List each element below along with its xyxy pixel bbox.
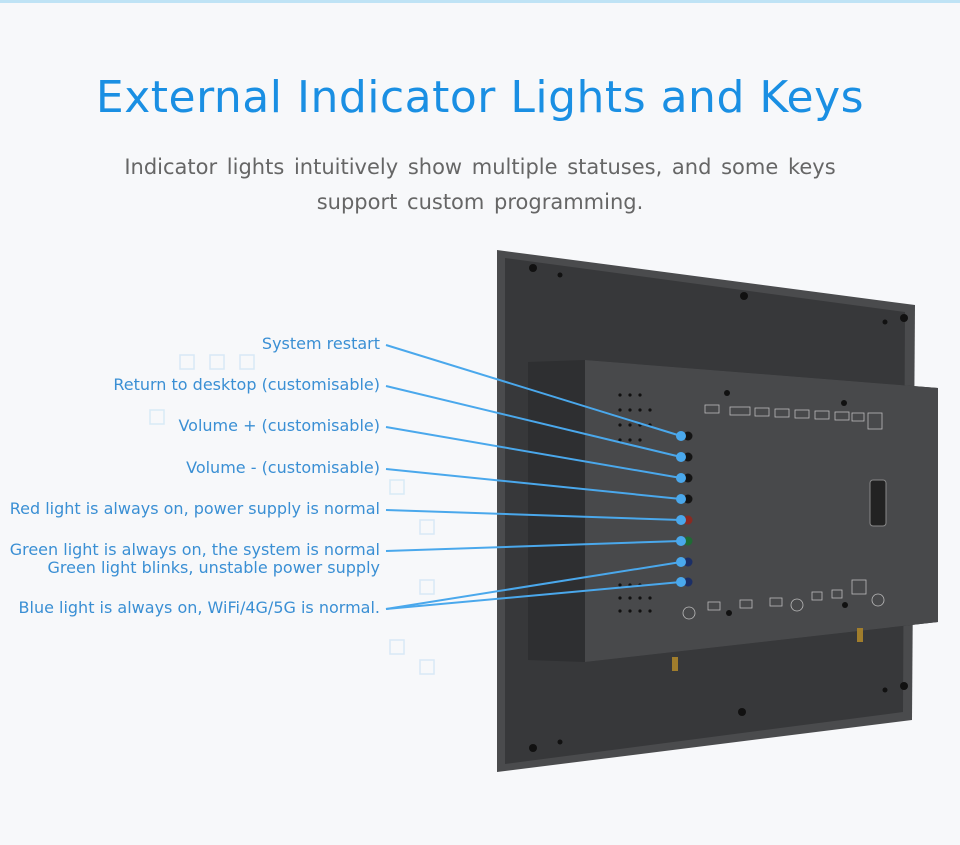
- callout-line: [385, 561, 682, 610]
- callout-label: Red light is always on, power supply is …: [9, 499, 380, 518]
- speaker-grille: [618, 393, 652, 613]
- indicator-led: [683, 494, 693, 504]
- callout-label: Blue light is always on, WiFi/4G/5G is n…: [18, 598, 380, 617]
- callout-lines: [385, 344, 682, 610]
- indicator-led: [683, 577, 693, 587]
- callout-line: [385, 344, 682, 437]
- callout-line: [385, 540, 682, 552]
- screw-icons: [529, 264, 908, 752]
- callout-dot: [676, 473, 686, 483]
- callout-line: [385, 509, 682, 521]
- callout-dot: [676, 515, 686, 525]
- callout-line: [385, 426, 682, 479]
- callout-line: [385, 581, 682, 610]
- callout-label: Green light blinks, unstable power suppl…: [47, 558, 380, 577]
- page-subtitle: Indicator lights intuitively show multip…: [124, 155, 836, 214]
- callout-line: [385, 468, 682, 500]
- callout-dot: [676, 431, 686, 441]
- callout-label: Green light is always on, the system is …: [9, 540, 380, 559]
- callout-line: [385, 385, 682, 458]
- indicator-led: [683, 515, 693, 525]
- indicator-leds: [676, 431, 693, 587]
- port-labels: [682, 404, 885, 620]
- top-border: [0, 0, 960, 3]
- hdmi-port: [869, 479, 887, 527]
- callout-dot: [676, 452, 686, 462]
- callout-label: Volume - (customisable): [186, 458, 380, 477]
- antenna-connector: [672, 657, 678, 671]
- page-title: External Indicator Lights and Keys: [95, 72, 865, 123]
- callout-label: Volume + (customisable): [178, 416, 380, 435]
- callout-dot: [676, 494, 686, 504]
- indicator-led: [683, 452, 693, 462]
- background-pattern: [149, 354, 435, 675]
- callout-dot: [676, 557, 686, 567]
- callout-label: System restart: [261, 334, 380, 353]
- indicator-led: [683, 431, 693, 441]
- indicator-led: [683, 473, 693, 483]
- callout-dot: [676, 577, 686, 587]
- indicator-led: [683, 557, 693, 567]
- indicator-led: [683, 536, 693, 546]
- callout-label: Return to desktop (customisable): [113, 375, 380, 394]
- callout-dot: [676, 536, 686, 546]
